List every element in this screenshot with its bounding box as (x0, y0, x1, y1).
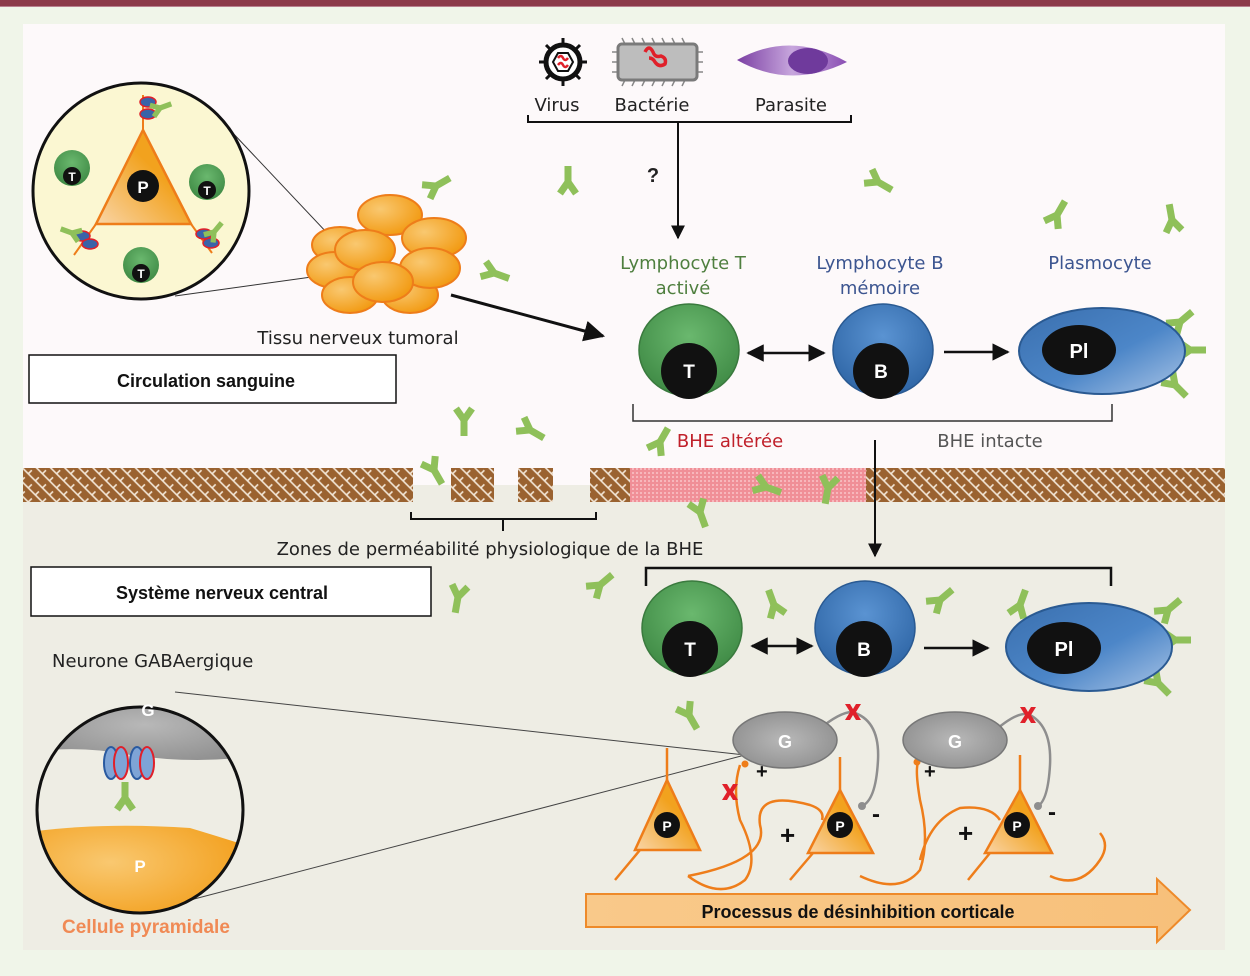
gaba-neuron-label: Neurone GABAergique (52, 651, 253, 672)
receptor-antibody-complex (57, 96, 228, 250)
svg-text:T: T (68, 170, 76, 184)
excitatory-sign: + (958, 818, 973, 848)
svg-text:P: P (662, 818, 671, 834)
svg-text:T: T (683, 362, 695, 383)
cns-cells-bracket (644, 566, 1113, 586)
excitatory-sign: + (756, 761, 768, 783)
process-label: Processus de désinhibition corticale (701, 902, 1014, 922)
t-cell-label-line2: activé (656, 278, 711, 299)
svg-text:Pl: Pl (1055, 639, 1074, 661)
bacteria-label: Bactérie (615, 95, 690, 116)
parasite-icon (737, 45, 847, 76)
svg-text:T: T (203, 184, 211, 198)
cns-plasma-cell: Pl (1005, 591, 1191, 703)
plasma-cell-label: Plasmocyte (1048, 253, 1152, 274)
blood-plasma-cell: Pl (1018, 303, 1206, 405)
excitatory-sign: + (780, 820, 795, 850)
pathogens-bracket (527, 115, 852, 123)
svg-text:P: P (134, 857, 145, 876)
svg-text:G: G (948, 732, 962, 752)
cns-region-box: Système nerveux central (30, 566, 432, 617)
disinhibition-process-arrow: Processus de désinhibition corticale (585, 876, 1192, 945)
gaba-neuron: G (732, 711, 838, 769)
cns-b-cell: B (814, 580, 916, 677)
virus-icon (539, 38, 587, 86)
pyramidal-neuron: P (614, 748, 702, 881)
svg-text:G: G (778, 732, 792, 752)
svg-text:G: G (141, 701, 154, 720)
t-cell-small: T (123, 247, 159, 283)
tumor-label: Tissu nerveux tumoral (256, 328, 458, 349)
gaba-receptor-icon (103, 746, 155, 780)
pyramidal-neuron: P (967, 755, 1055, 881)
svg-text:B: B (874, 362, 888, 383)
cortical-circuit: P P P G G + (614, 704, 1107, 891)
permeability-label: Zones de perméabilité physiologique de l… (277, 539, 704, 560)
unknown-trigger-mark: ? (647, 165, 659, 187)
permeability-bracket (410, 512, 597, 531)
t-cell-small: T (54, 150, 90, 186)
pyramidal-nucleus-label: P (137, 178, 148, 197)
bacteria-icon (612, 37, 703, 87)
cells-bracket (632, 404, 1113, 422)
tumor-zoom-inset: P T T T (31, 81, 363, 301)
pyramidal-neuron: P (789, 757, 876, 881)
gaba-neuron: G (902, 711, 1008, 769)
blood-brain-barrier (23, 468, 1225, 502)
virus-label: Virus (534, 95, 579, 116)
pyramidal-cell-label: Cellule pyramidale (62, 917, 230, 938)
svg-text:T: T (684, 640, 696, 661)
inhibitory-sign: - (872, 801, 880, 828)
b-cell-label-line2: mémoire (840, 278, 920, 299)
tumor-tissue (306, 194, 467, 314)
excitatory-sign: + (924, 761, 936, 783)
tumor-to-t-cell-arrow (450, 293, 606, 342)
svg-text:B: B (857, 640, 871, 661)
inhibitory-sign: - (1048, 799, 1056, 826)
blocked-synapse-icon (722, 704, 1036, 800)
svg-text:P: P (1012, 818, 1021, 834)
bhe-altered-label: BHE altérée (677, 431, 783, 452)
blood-region-box: Circulation sanguine (28, 354, 397, 404)
cns-t-cell: T (641, 580, 743, 677)
blood-t-cell: T (638, 303, 740, 399)
bhe-intact-label: BHE intacte (937, 431, 1043, 452)
svg-text:Pl: Pl (1070, 341, 1089, 363)
b-cell-label-line1: Lymphocyte B (816, 253, 943, 274)
svg-text:P: P (835, 818, 844, 834)
cns-region-label: Système nerveux central (116, 583, 328, 603)
blood-region-label: Circulation sanguine (117, 371, 295, 391)
svg-text:T: T (137, 267, 145, 281)
t-cell-label-line1: Lymphocyte T (620, 253, 747, 274)
parasite-label: Parasite (755, 95, 827, 116)
top-frame-bar (0, 0, 1250, 7)
blood-b-cell: B (832, 303, 934, 399)
t-cell-small: T (189, 164, 225, 200)
